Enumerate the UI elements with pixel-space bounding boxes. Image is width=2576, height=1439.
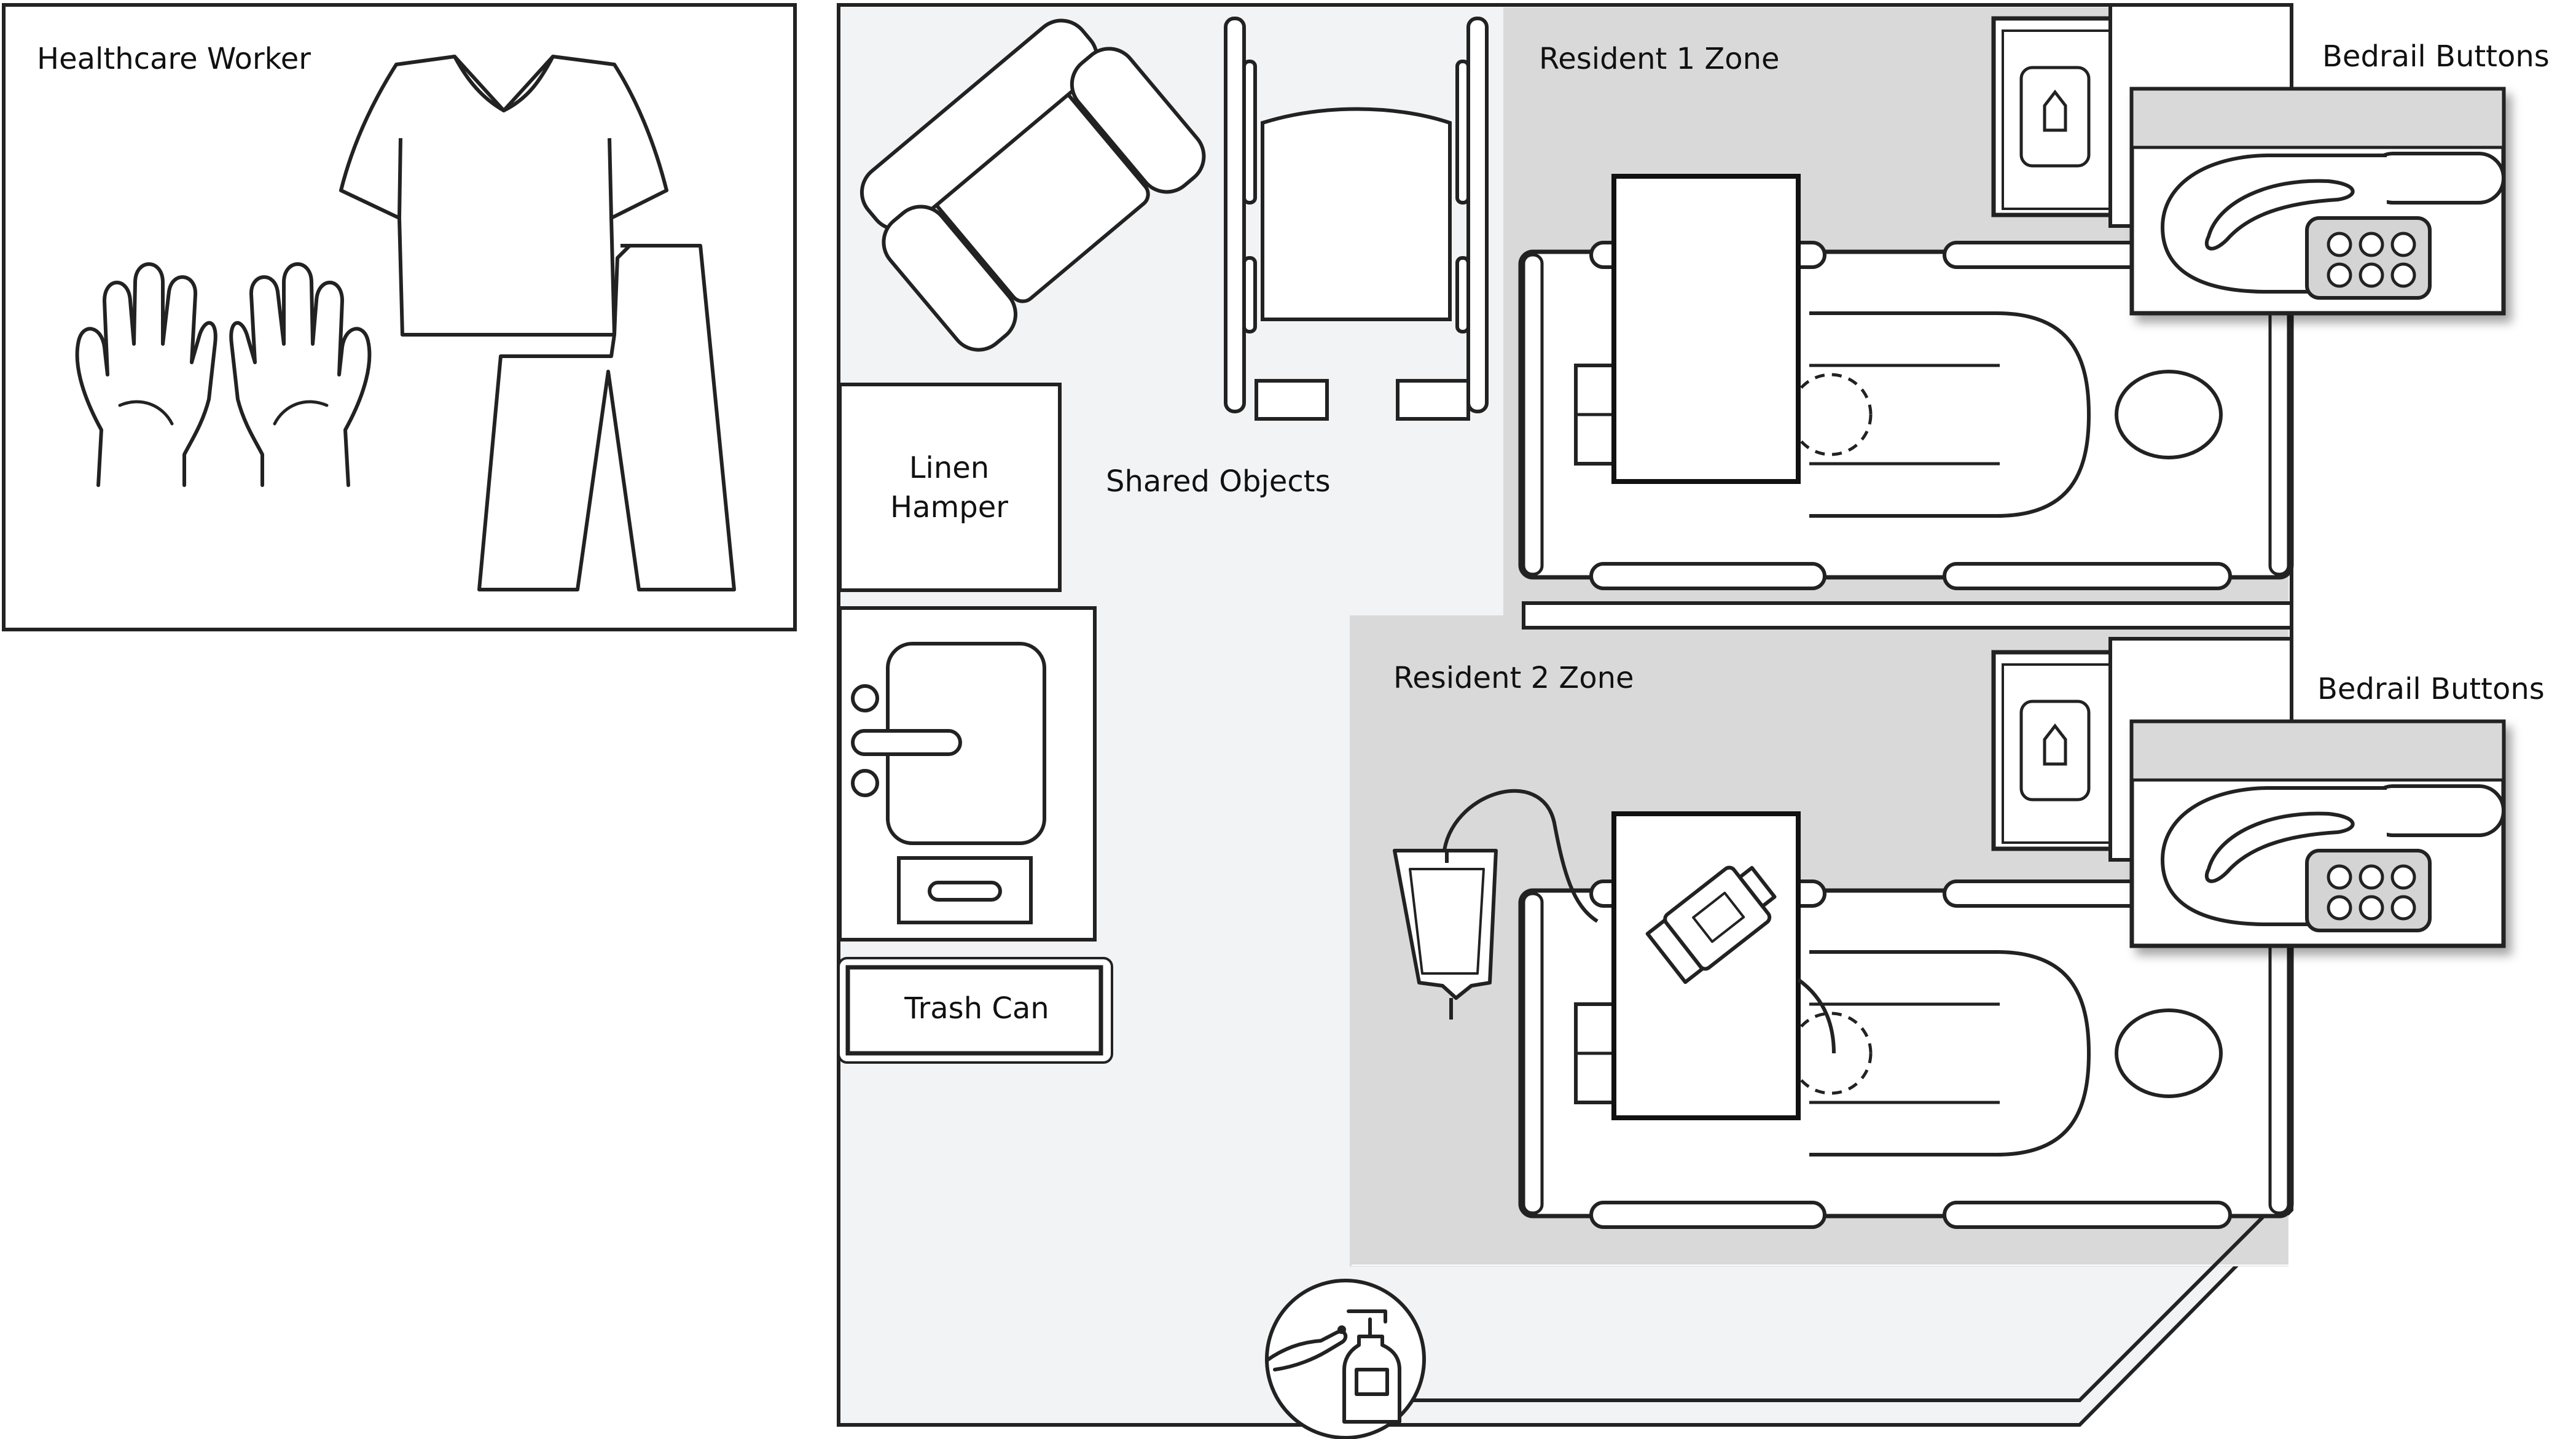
sink-icon [838,606,1097,942]
iv-bag-icon [1393,789,1599,1020]
bedrail-remote-icon [2132,89,2504,313]
healthcare-worker-title: Healthcare Worker [37,42,311,76]
hand-sanitizer-icon [1265,1279,1426,1439]
bedrail-buttons-label: Bedrail Buttons [2322,39,2550,74]
trash-can-label: Trash Can [904,991,1049,1026]
resident-2-zone-label: Resident 2 Zone [1393,661,1634,695]
trash-can [837,957,1113,1064]
bedrail-remote-icon [2132,722,2504,946]
healthcare-worker-panel [2,3,797,631]
scrubs-icon [339,55,736,591]
linen-hamper-label: Linen Hamper [890,451,1008,525]
nightstand-icon [1994,652,2116,849]
linen-hamper [838,383,1062,592]
bedrail-buttons-label: Bedrail Buttons [2317,672,2545,706]
ointment-tube-icon [1645,865,1777,985]
chair-icon [859,18,1206,352]
wheelchair-icon [1224,17,1489,421]
nightstand-icon [1994,18,2116,215]
resident-1-zone-label: Resident 1 Zone [1539,42,1780,76]
overbed-table-icon [1611,174,1801,484]
shared-objects-label: Shared Objects [1106,464,1331,499]
